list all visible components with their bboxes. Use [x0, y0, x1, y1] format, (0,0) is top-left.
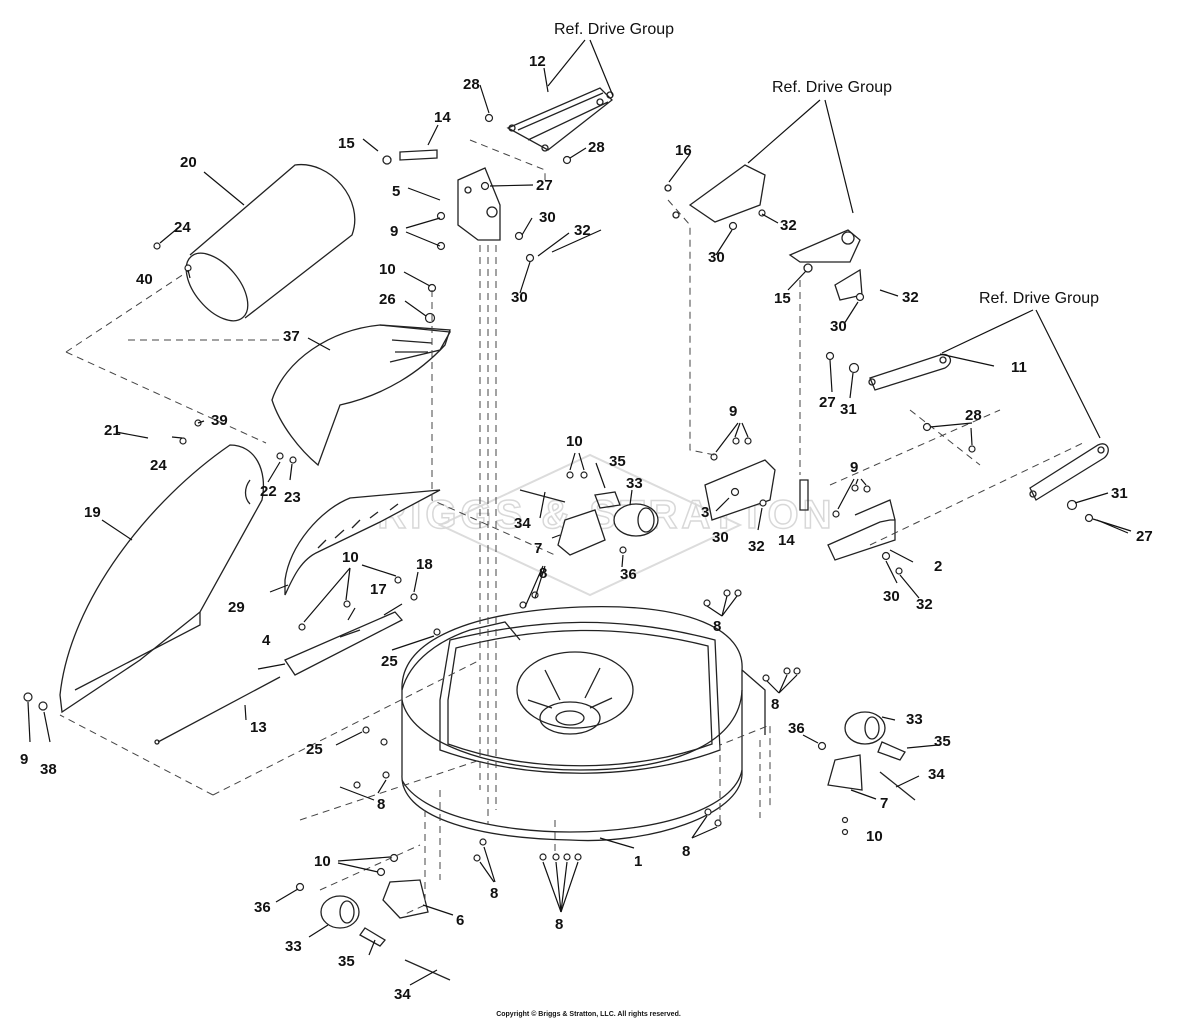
callout-31: 31 [840, 401, 857, 418]
callout-9: 9 [729, 403, 737, 420]
callout-10: 10 [314, 853, 331, 870]
hinge-bracket [154, 611, 404, 745]
linkage-parts [320, 87, 1109, 981]
assembly-dashed-lines [59, 139, 1086, 916]
callout-30: 30 [539, 209, 556, 226]
callout-36: 36 [788, 720, 805, 737]
discharge-cover [271, 324, 452, 467]
callout-39: 39 [211, 412, 228, 429]
ref-drive-group-label: Ref. Drive Group [979, 290, 1099, 307]
callout-28: 28 [588, 139, 605, 156]
callout-4: 4 [262, 632, 271, 649]
callout-35: 35 [609, 453, 626, 470]
callout-32: 32 [916, 596, 933, 613]
callout-27: 27 [1136, 528, 1153, 545]
callout-11: 11 [1011, 359, 1027, 376]
part-callouts: 12 28 28 14 15 27 5 30 32 9 30 20 24 40 … [20, 53, 1153, 1003]
callout-32: 32 [780, 217, 797, 234]
discharge-tube [185, 164, 356, 322]
callout-21: 21 [104, 422, 121, 439]
ref-drive-group-label: Ref. Drive Group [554, 21, 674, 38]
callout-27: 27 [536, 177, 553, 194]
baffle [284, 489, 441, 596]
callout-17: 17 [370, 581, 387, 598]
callout-6: 6 [456, 912, 464, 929]
callout-32: 32 [574, 222, 591, 239]
callout-8: 8 [713, 618, 721, 635]
callout-8: 8 [377, 796, 385, 813]
callout-27: 27 [819, 394, 836, 411]
callout-2: 2 [934, 558, 942, 575]
callout-15: 15 [774, 290, 791, 307]
discharge-chute [59, 444, 265, 714]
callout-36: 36 [254, 899, 271, 916]
callout-40: 40 [136, 271, 153, 288]
callout-7: 7 [534, 540, 542, 557]
callout-10: 10 [342, 549, 359, 566]
callout-37: 37 [283, 328, 300, 345]
copyright-notice: Copyright © Briggs & Stratton, LLC. All … [496, 1011, 681, 1018]
callout-30: 30 [883, 588, 900, 605]
callout-30: 30 [511, 289, 528, 306]
callout-8: 8 [539, 565, 547, 582]
callout-33: 33 [285, 938, 302, 955]
callout-32: 32 [748, 538, 765, 555]
callout-34: 34 [514, 515, 531, 532]
callout-14: 14 [778, 532, 795, 549]
callout-26: 26 [379, 291, 396, 308]
callout-31: 31 [1111, 485, 1128, 502]
callout-8: 8 [682, 843, 690, 860]
callout-24: 24 [174, 219, 191, 236]
callout-10: 10 [379, 261, 396, 278]
callout-38: 38 [40, 761, 57, 778]
callout-3: 3 [701, 504, 709, 521]
callout-28: 28 [463, 76, 480, 93]
callout-14: 14 [434, 109, 451, 126]
callout-9: 9 [850, 459, 858, 476]
callout-30: 30 [830, 318, 847, 335]
callout-33: 33 [906, 711, 923, 728]
ref-drive-group-label: Ref. Drive Group [772, 79, 892, 96]
callout-30: 30 [712, 529, 729, 546]
callout-8: 8 [490, 885, 498, 902]
callout-35: 35 [934, 733, 951, 750]
callout-10: 10 [566, 433, 583, 450]
callout-16: 16 [675, 142, 692, 159]
callout-24: 24 [150, 457, 167, 474]
callout-25: 25 [381, 653, 398, 670]
callout-19: 19 [84, 504, 101, 521]
mower-deck [401, 605, 766, 842]
callout-1: 1 [634, 853, 642, 870]
callout-5: 5 [392, 183, 400, 200]
callout-32: 32 [902, 289, 919, 306]
callout-7: 7 [880, 795, 888, 812]
callout-18: 18 [416, 556, 433, 573]
callout-20: 20 [180, 154, 197, 171]
callout-22: 22 [260, 483, 277, 500]
callout-23: 23 [284, 489, 301, 506]
callout-30: 30 [708, 249, 725, 266]
callout-15: 15 [338, 135, 355, 152]
callout-12: 12 [529, 53, 546, 70]
callout-36: 36 [620, 566, 637, 583]
callout-9: 9 [390, 223, 398, 240]
callout-28: 28 [965, 407, 982, 424]
callout-29: 29 [228, 599, 245, 616]
callout-33: 33 [626, 475, 643, 492]
callout-25: 25 [306, 741, 323, 758]
callout-34: 34 [394, 986, 411, 1003]
callout-35: 35 [338, 953, 355, 970]
callout-13: 13 [250, 719, 267, 736]
callout-8: 8 [555, 916, 563, 933]
hardware-fasteners [23, 113, 1094, 892]
leader-lines [27, 39, 1132, 986]
callout-8: 8 [771, 696, 779, 713]
callout-10: 10 [866, 828, 883, 845]
callout-9: 9 [20, 751, 28, 768]
callout-34: 34 [928, 766, 945, 783]
